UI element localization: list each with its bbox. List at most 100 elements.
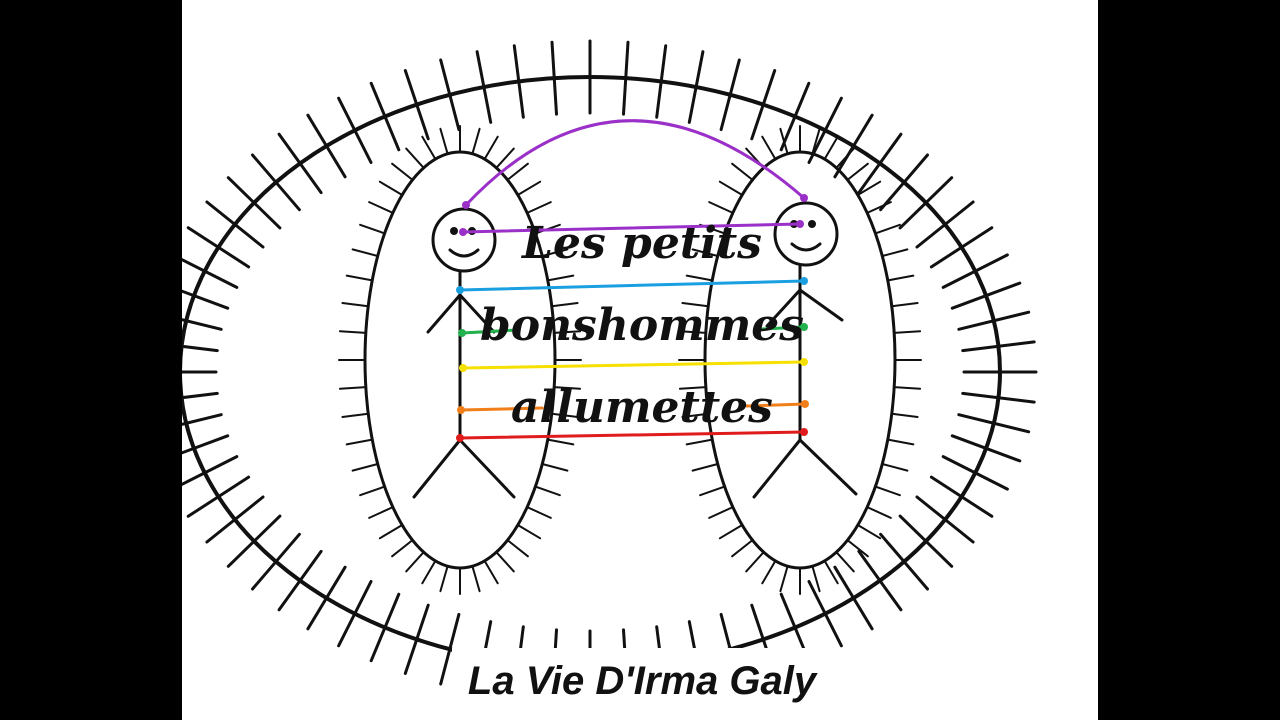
ray-line <box>879 153 929 212</box>
ray-line <box>890 302 919 308</box>
ray-line <box>731 162 754 181</box>
ray-line <box>898 514 954 568</box>
ray-line <box>439 612 461 686</box>
energy-cord-icon <box>456 119 809 442</box>
ray-line <box>857 549 903 612</box>
ray-line <box>251 532 301 591</box>
ray-line <box>857 132 903 195</box>
ray-line <box>681 412 710 418</box>
title-line-1: Les petits <box>520 218 762 269</box>
ray-line <box>874 485 901 497</box>
ray-line <box>391 162 414 181</box>
ray-line <box>835 147 855 169</box>
ray-line <box>866 201 892 214</box>
ray-line <box>846 539 869 558</box>
ray-line <box>506 162 529 181</box>
ray-line <box>779 127 789 155</box>
ray-line <box>405 551 425 573</box>
ray-line <box>182 318 223 331</box>
ray-line <box>553 330 582 334</box>
ray-line <box>719 58 741 132</box>
ray-line <box>403 603 430 675</box>
ray-line <box>421 135 437 161</box>
ray-line <box>226 514 282 568</box>
ray-line <box>807 96 843 164</box>
ray-line <box>541 248 569 257</box>
author-credit: La Vie D'Irma Galy <box>468 659 818 703</box>
ray-line <box>866 506 892 519</box>
illustration-canvas: Les petits bonshommes allumettes La Vie … <box>182 0 1098 720</box>
ray-line <box>277 132 323 195</box>
ray-line <box>306 113 347 179</box>
ray-line <box>893 386 922 390</box>
ray-line <box>881 463 909 472</box>
ray-line <box>833 113 874 179</box>
ray-line <box>182 455 239 487</box>
ray-line <box>546 274 575 282</box>
ray-line <box>874 223 901 235</box>
ray-line <box>893 330 922 334</box>
ray-line <box>655 44 668 119</box>
ray-line <box>708 506 734 519</box>
stick-figure-icon <box>412 207 516 499</box>
ray-line <box>205 200 265 249</box>
ray-line <box>182 434 230 455</box>
ray-line <box>471 565 481 593</box>
stick-figures-illustration: Les petits bonshommes allumettes La Vie … <box>182 39 1038 706</box>
ray-line <box>182 391 219 400</box>
ray-line <box>745 551 765 573</box>
ray-line <box>779 565 789 593</box>
ray-line <box>369 81 401 152</box>
ray-line <box>950 281 1022 310</box>
title-line-2: bonshommes <box>480 300 804 351</box>
ray-line <box>421 559 437 585</box>
ray-line <box>961 391 1036 404</box>
ray-line <box>341 412 370 418</box>
ray-line <box>506 539 529 558</box>
ray-line <box>359 485 386 497</box>
ray-line <box>546 438 575 446</box>
ray-line <box>391 539 414 558</box>
ray-line <box>226 176 282 230</box>
ray-line <box>483 135 499 161</box>
ray-line <box>929 226 994 269</box>
ray-line <box>337 580 373 648</box>
ray-line <box>345 438 374 446</box>
ray-line <box>835 551 855 573</box>
ray-line <box>516 524 542 540</box>
ray-line <box>439 127 449 155</box>
ray-line <box>534 485 561 497</box>
ray-line <box>368 506 394 519</box>
ray-line <box>881 248 909 257</box>
ray-line <box>811 565 821 593</box>
stick-figure-icon <box>752 201 858 499</box>
ray-line <box>359 223 386 235</box>
ray-line <box>475 50 493 124</box>
ray-line <box>691 248 719 257</box>
ray-line <box>495 147 515 169</box>
ray-line <box>708 201 734 214</box>
ray-line <box>541 463 569 472</box>
ray-line <box>439 58 461 132</box>
ray-line <box>622 40 630 116</box>
sun-icon <box>182 39 1038 705</box>
ray-line <box>886 274 915 282</box>
ray-line <box>687 50 705 124</box>
ray-line <box>750 69 777 141</box>
ray-line <box>915 495 975 544</box>
ray-line <box>941 253 1009 289</box>
ray-line <box>731 539 754 558</box>
ray-line <box>351 248 379 257</box>
ray-line <box>833 565 874 631</box>
ray-line <box>341 302 370 308</box>
ray-line <box>337 96 373 164</box>
ray-line <box>846 162 869 181</box>
ray-line <box>685 274 714 282</box>
ray-line <box>526 201 552 214</box>
ray-line <box>761 135 777 161</box>
left-aura-icon <box>338 125 582 595</box>
ray-line <box>512 44 525 119</box>
ray-line <box>378 180 404 196</box>
ray-line <box>957 413 1031 434</box>
ray-line <box>890 412 919 418</box>
